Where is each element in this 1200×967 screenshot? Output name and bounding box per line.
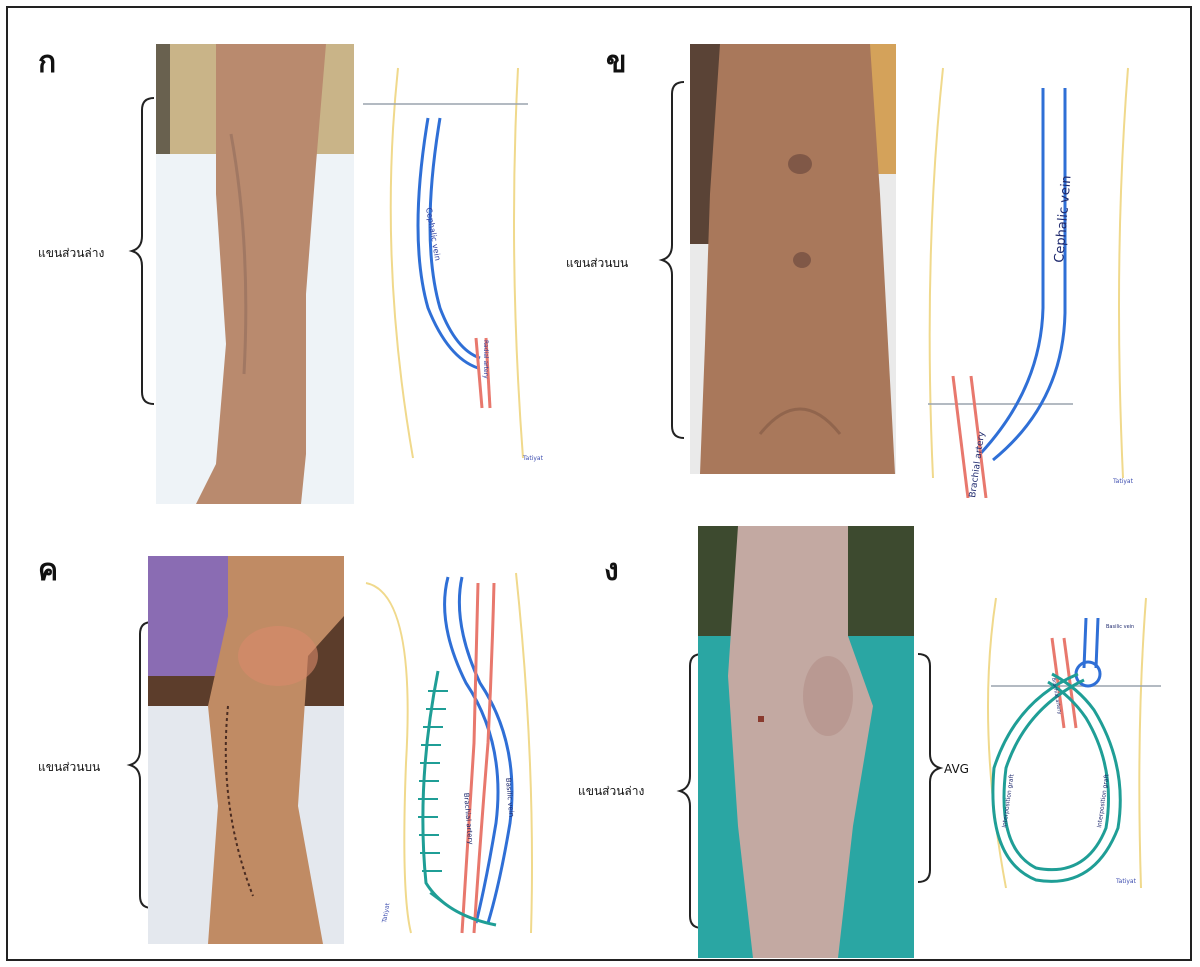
panel-letter-c: ค [38, 556, 58, 586]
vessel-label-d-vein: Basilic vein [1106, 624, 1134, 630]
region-label-b: แขนส่วนบน [566, 254, 628, 273]
region-label-a: แขนส่วนล่าง [38, 244, 104, 263]
arm-photo-c [148, 556, 344, 944]
sketch-a: Cephalic vein Radial artery Tatiyat [358, 58, 568, 478]
bracket-d-right [914, 652, 944, 884]
panel-letter-d: ง [604, 556, 619, 586]
sketch-b: Cephalic vein Brachial artery Tatiyat [913, 58, 1183, 498]
vessel-label-a-artery: Radial artery [482, 340, 489, 379]
arm-photo-a [156, 44, 354, 504]
figure-frame: ก แขนส่วนล่าง Cephalic vein Radial arter… [6, 6, 1192, 961]
panel-letter-a: ก [38, 48, 56, 78]
arm-photo-b [690, 44, 896, 474]
vessel-label-c-artery: Brachial artery [462, 792, 474, 844]
sketch-c: Basilic vein Brachial artery Tatiyat [356, 563, 576, 943]
panel-letter-b: ข [606, 48, 627, 78]
signature-d: Tatiyat [1115, 878, 1137, 885]
arm-photo-d [698, 526, 914, 958]
bracket-b [658, 80, 688, 440]
sketch-d: Basilic vein Brachial artery Interpositi… [966, 578, 1186, 908]
bracket-a [128, 96, 158, 406]
region-label-d: แขนส่วนล่าง [578, 782, 644, 801]
region-label-c: แขนส่วนบน [38, 758, 100, 777]
vessel-label-a-vein: Cephalic vein [424, 207, 442, 262]
signature-c: Tatiyat [381, 902, 392, 924]
vessel-label-c-vein: Basilic vein [504, 777, 515, 817]
signature-a: Tatiyat [522, 455, 544, 462]
vessel-label-b-vein: Cephalic vein [1052, 175, 1075, 264]
signature-b: Tatiyat [1112, 478, 1134, 485]
